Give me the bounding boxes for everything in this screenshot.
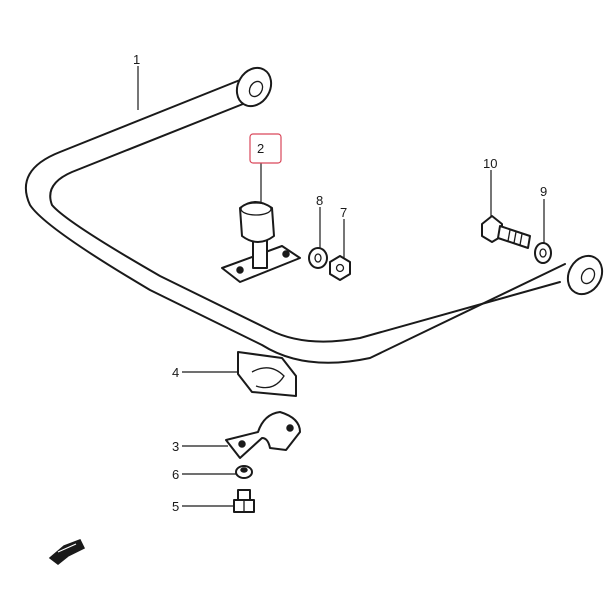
callout-9[interactable]: 9 — [540, 184, 547, 199]
washer-9 — [534, 242, 552, 264]
callout-5[interactable]: 5 — [172, 499, 179, 514]
highlight-box-part-2 — [249, 133, 282, 164]
callout-8[interactable]: 8 — [316, 193, 323, 208]
bushing-4 — [237, 351, 297, 397]
bolt-10 — [481, 215, 531, 249]
callout-4[interactable]: 4 — [172, 365, 179, 380]
lock-washer-6 — [235, 465, 253, 479]
washer-8 — [308, 247, 328, 269]
front-direction-arrow-icon — [48, 539, 86, 565]
stabilizer-bar — [24, 66, 604, 364]
bracket-sleeve — [221, 201, 301, 283]
leader-lines — [137, 66, 545, 507]
clamp-3 — [225, 411, 301, 459]
callout-1[interactable]: 1 — [133, 52, 140, 67]
callout-3[interactable]: 3 — [172, 439, 179, 454]
bolt-5 — [233, 489, 255, 513]
callout-6[interactable]: 6 — [172, 467, 179, 482]
callout-10[interactable]: 10 — [483, 156, 497, 171]
nut-7 — [329, 255, 351, 281]
callout-2[interactable]: 2 — [257, 141, 264, 156]
callout-7[interactable]: 7 — [340, 205, 347, 220]
